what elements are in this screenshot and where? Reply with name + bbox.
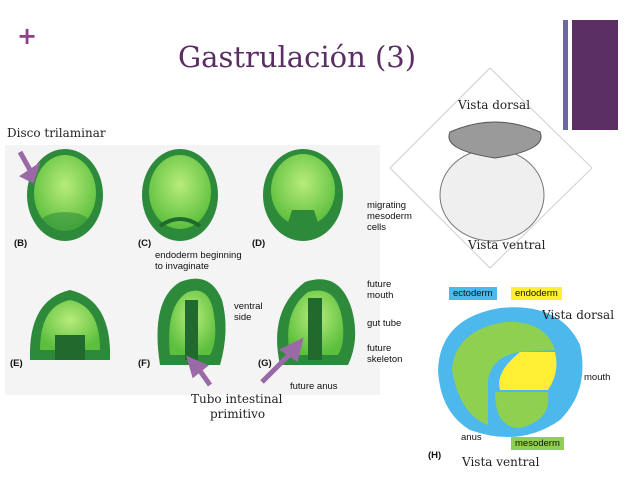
annot-future-mouth-1: future <box>367 279 392 290</box>
embryo-e <box>29 290 111 360</box>
embryo-c <box>142 149 218 241</box>
diagram-h-anus: anus <box>461 432 482 443</box>
annot-endoderm-2: to invaginate <box>155 261 209 272</box>
label-vista-dorsal-top: Vista dorsal <box>458 98 531 112</box>
annot-endoderm-1: endoderm beginning <box>155 250 242 261</box>
annot-migrating-1: migrating <box>367 200 407 211</box>
label-vista-ventral-bottom: Vista ventral <box>462 455 540 469</box>
annot-future-skeleton-2: skeleton <box>367 354 403 365</box>
annot-ventral-2: side <box>234 312 252 323</box>
panel-label-b: (B) <box>14 238 28 249</box>
label-vista-dorsal-bottom: Vista dorsal <box>542 308 615 322</box>
label-tubo-intestinal: Tubo intestinal <box>191 392 283 406</box>
label-disco-trilaminar: Disco trilaminar <box>7 126 106 140</box>
diagram-h-mouth: mouth <box>584 372 611 383</box>
panel-label-d: (D) <box>252 238 266 249</box>
label-vista-ventral-top: Vista ventral <box>468 238 546 252</box>
panel-label-f: (F) <box>138 358 151 369</box>
vista-diamond <box>389 67 593 269</box>
diagram-h-ectoderm: ectoderm <box>449 287 497 300</box>
diagram-h-mesoderm: mesoderm <box>511 437 564 450</box>
diagram-h-endoderm: endoderm <box>511 287 562 300</box>
annot-future-skeleton-1: future <box>367 343 392 354</box>
accent-bar-thick <box>572 20 618 130</box>
annot-future-mouth-2: mouth <box>367 290 394 301</box>
panel-label-c: (C) <box>138 238 152 249</box>
panel-label-h: (H) <box>428 450 442 461</box>
bullet-plus: + <box>17 22 38 50</box>
annot-gut-tube: gut tube <box>367 318 402 329</box>
diagram-h <box>438 307 583 438</box>
embryo-d <box>263 149 343 241</box>
annot-future-anus: future anus <box>290 381 338 392</box>
annot-ventral-1: ventral <box>234 301 263 312</box>
slide-title: Gastrulación (3) <box>178 40 417 74</box>
embryo-b <box>27 149 103 241</box>
panel-label-g: (G) <box>258 358 272 369</box>
embryo-f <box>157 278 226 365</box>
annot-migrating-2: mesoderm <box>367 211 412 222</box>
pointer-arrows <box>17 150 304 387</box>
panel-label-e: (E) <box>10 358 23 369</box>
label-primitivo: primitivo <box>210 407 266 421</box>
annot-migrating-3: cells <box>367 222 387 233</box>
accent-bar-thin <box>563 20 568 130</box>
